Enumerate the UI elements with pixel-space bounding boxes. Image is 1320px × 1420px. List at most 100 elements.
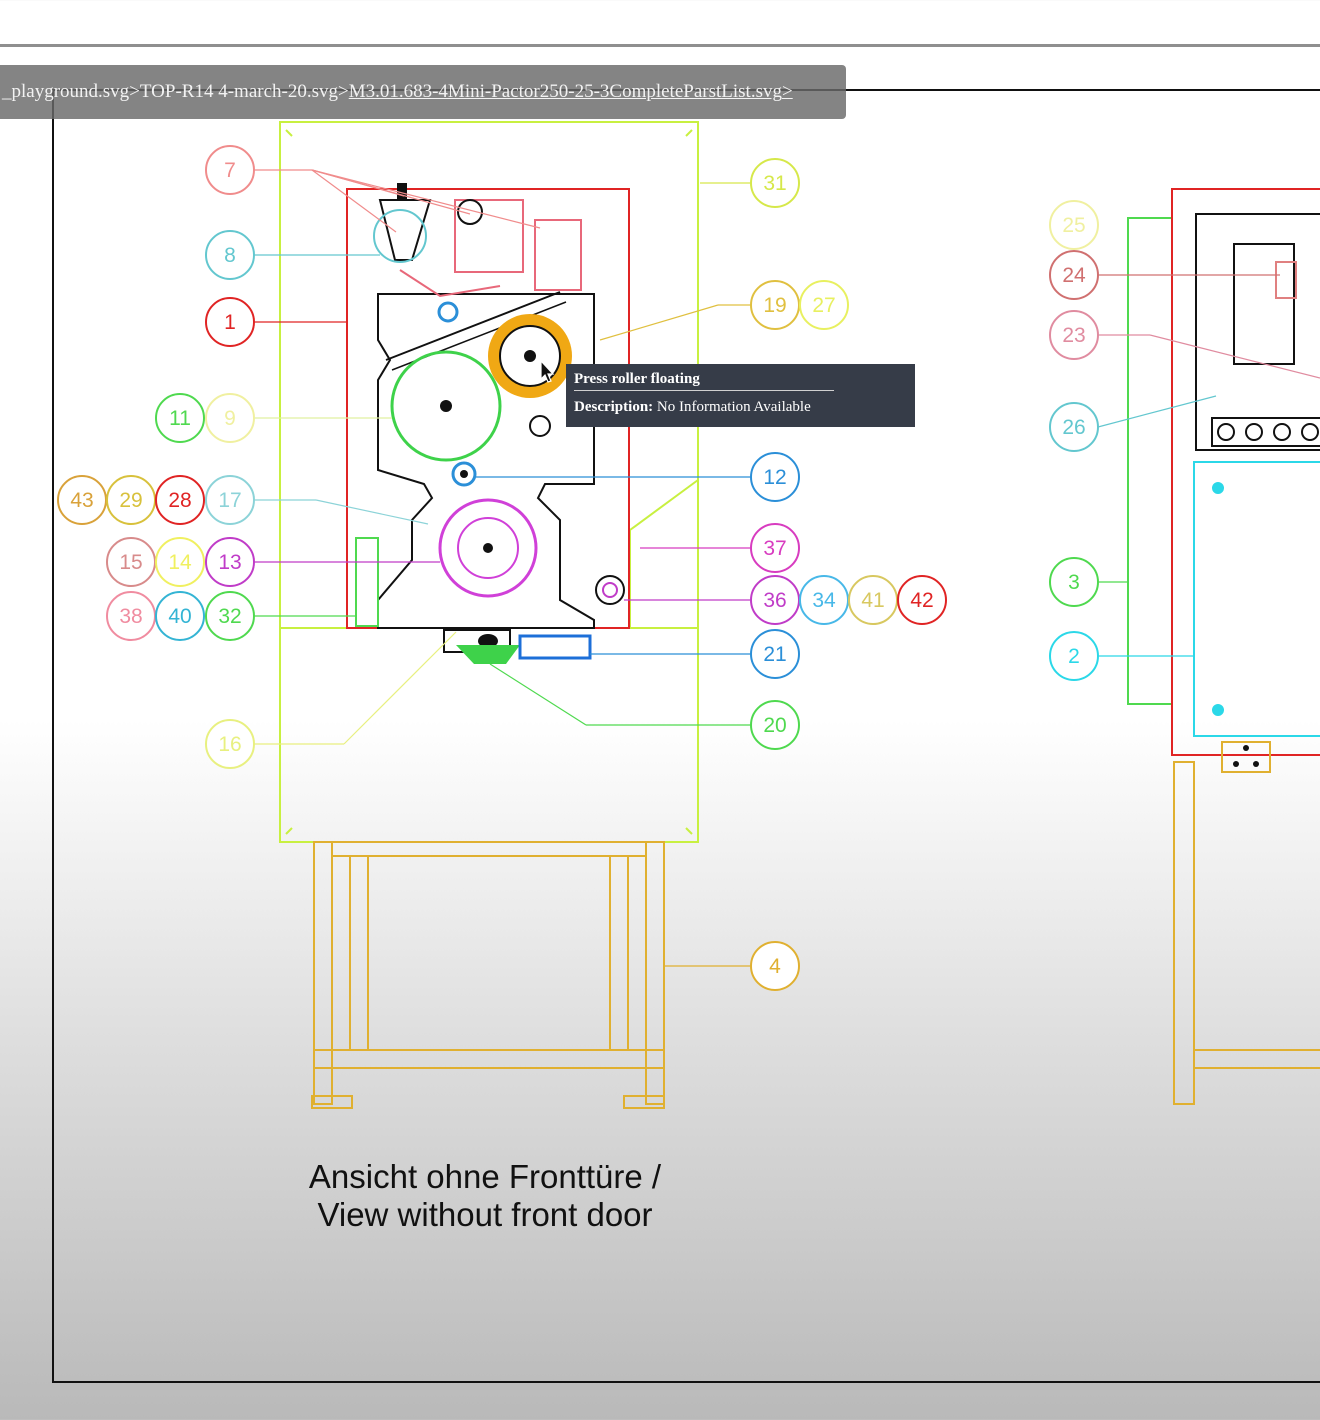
part-label-text: 4 [769, 955, 781, 978]
part-label-text: 38 [119, 605, 142, 628]
tooltip-desc-label: Description: [574, 399, 654, 415]
part-label-text: 2 [1068, 645, 1080, 668]
part-label-text: 42 [910, 589, 933, 612]
mouse-cursor-icon [540, 360, 555, 383]
part-label-42[interactable]: 42 [897, 575, 947, 625]
part-label-29[interactable]: 29 [106, 475, 156, 525]
leader-lines [254, 169, 1320, 967]
top-divider [0, 44, 1320, 47]
part-label-circle [205, 591, 255, 641]
part-label-43[interactable]: 43 [57, 475, 107, 525]
part-label-21[interactable]: 21 [750, 629, 800, 679]
part-label-circle [1049, 402, 1099, 452]
part-label-text: 21 [763, 643, 786, 666]
part-label-circle [1049, 200, 1099, 250]
part-label-text: 41 [861, 589, 884, 612]
part-label-text: 23 [1062, 324, 1085, 347]
part-label-11[interactable]: 11 [155, 393, 205, 443]
part-label-31[interactable]: 31 [750, 158, 800, 208]
part-label-text: 1 [224, 311, 236, 334]
breadcrumb-separator: > [129, 81, 140, 102]
part-label-circle [750, 158, 800, 208]
part-label-38[interactable]: 38 [106, 591, 156, 641]
drawing-caption: Ansicht ohne Fronttüre / View without fr… [270, 1158, 700, 1234]
part-label-9[interactable]: 9 [205, 393, 255, 443]
top-mechanism[interactable] [373, 183, 582, 298]
part-label-text: 17 [218, 489, 241, 512]
part-label-36[interactable]: 36 [750, 575, 800, 625]
part-label-26[interactable]: 26 [1049, 402, 1099, 452]
part-label-16[interactable]: 16 [205, 719, 255, 769]
stand[interactable] [311, 841, 665, 1109]
part-label-23[interactable]: 23 [1049, 310, 1099, 360]
part-label-text: 34 [812, 589, 836, 612]
part-label-1[interactable]: 1 [205, 297, 255, 347]
breadcrumb-item-top-r14[interactable]: TOP-R14 4-march-20.svg [139, 81, 338, 102]
part-label-circle [750, 629, 800, 679]
part-label-text: 28 [168, 489, 191, 512]
part-label-circle [205, 475, 255, 525]
press-roller[interactable] [488, 314, 572, 398]
part-label-circle [155, 393, 205, 443]
part-label-text: 37 [763, 537, 786, 560]
part-label-2[interactable]: 2 [1049, 631, 1099, 681]
breadcrumb-separator: > [781, 81, 793, 102]
part-label-text: 15 [119, 551, 142, 574]
part-label-text: 8 [224, 244, 236, 267]
part-label-circle [205, 393, 255, 443]
winding-roller[interactable] [390, 350, 502, 462]
breadcrumb: _playground.svg>TOP-R14 4-march-20.svg>M… [0, 65, 846, 119]
part-label-8[interactable]: 8 [205, 230, 255, 280]
part-tooltip: Press roller floating Description: No In… [566, 364, 915, 427]
side-view[interactable] [1127, 188, 1320, 1105]
part-label-circle [1049, 310, 1099, 360]
part-label-24[interactable]: 24 [1049, 250, 1099, 300]
part-label-15[interactable]: 15 [106, 537, 156, 587]
part-label-text: 3 [1068, 571, 1080, 594]
part-label-20[interactable]: 20 [750, 700, 800, 750]
part-label-text: 43 [70, 489, 93, 512]
part-label-circle [155, 537, 205, 587]
part-label-circle [750, 700, 800, 750]
part-label-25[interactable]: 25 [1049, 200, 1099, 250]
part-label-37[interactable]: 37 [750, 523, 800, 573]
unwind-roller[interactable] [438, 498, 538, 598]
part-label-circle [205, 297, 255, 347]
part-label-circle [750, 523, 800, 573]
part-label-28[interactable]: 28 [155, 475, 205, 525]
part-label-17[interactable]: 17 [205, 475, 255, 525]
breadcrumb-item-current[interactable]: M3.01.683-4Mini-Pactor250-25-3CompletePa… [348, 81, 782, 102]
part-label-7[interactable]: 7 [205, 145, 255, 195]
part-label-circle [205, 537, 255, 587]
part-label-32[interactable]: 32 [205, 591, 255, 641]
part-label-circle [205, 230, 255, 280]
part-label-12[interactable]: 12 [750, 452, 800, 502]
part-label-text: 14 [168, 551, 192, 574]
part-label-text: 32 [218, 605, 241, 628]
part-label-13[interactable]: 13 [205, 537, 255, 587]
part-label-text: 36 [763, 589, 786, 612]
part-label-circle [155, 591, 205, 641]
part-label-3[interactable]: 3 [1049, 557, 1099, 607]
part-label-text: 9 [224, 407, 236, 430]
part-label-text: 19 [763, 294, 786, 317]
part-label-14[interactable]: 14 [155, 537, 205, 587]
part-label-19[interactable]: 19 [750, 280, 800, 330]
breadcrumb-separator: > [337, 81, 349, 102]
part-label-34[interactable]: 34 [799, 575, 849, 625]
part-label-circle [1049, 631, 1099, 681]
part-label-text: 26 [1062, 416, 1085, 439]
part-label-text: 40 [168, 605, 191, 628]
part-label-27[interactable]: 27 [799, 280, 849, 330]
part-label-circle [205, 145, 255, 195]
part-label-4[interactable]: 4 [750, 941, 800, 991]
part-label-text: 29 [119, 489, 142, 512]
breadcrumb-item-playground[interactable]: _playground.svg [2, 81, 130, 102]
part-label-40[interactable]: 40 [155, 591, 205, 641]
guide-roller[interactable] [437, 301, 551, 487]
part-label-41[interactable]: 41 [848, 575, 898, 625]
part-label-circle [750, 452, 800, 502]
caption-line-2: View without front door [317, 1196, 653, 1233]
